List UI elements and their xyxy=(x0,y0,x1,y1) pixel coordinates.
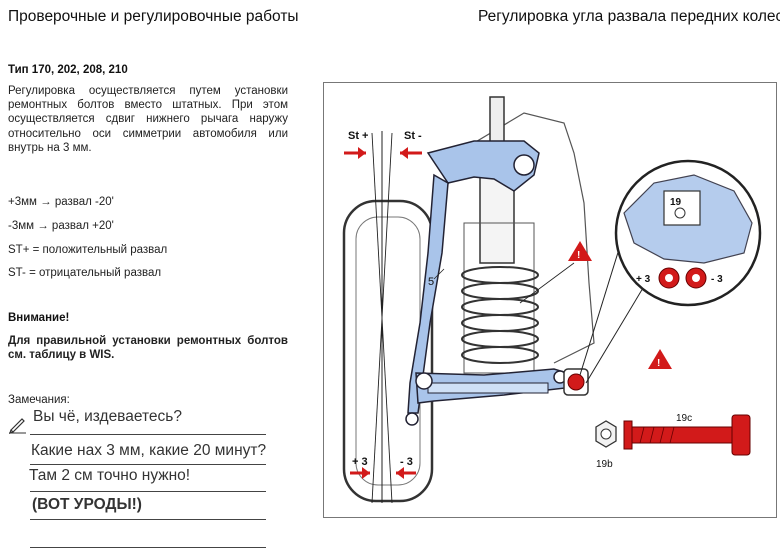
note-rule-1 xyxy=(30,434,266,435)
minus3-inset-label: - 3 xyxy=(711,274,723,285)
svg-text:!: ! xyxy=(657,358,660,369)
minus3-bottom-label: - 3 xyxy=(400,456,413,468)
spec-item-1: +3мм → развал -20' xyxy=(8,196,114,208)
repair-bolt-19c xyxy=(623,414,751,456)
st-plus-label: St + xyxy=(348,130,368,142)
attention-title: Внимание! xyxy=(8,312,70,324)
right-header: Регулировка угла развала передних колес xyxy=(478,8,780,25)
note-text-2: Какие нах 3 мм, какие 20 минут? xyxy=(31,442,267,459)
warning-icon-2: ! xyxy=(648,349,672,369)
note-rule-2 xyxy=(30,464,266,465)
left-header: Проверочные и регулировочные работы xyxy=(8,8,299,25)
spec-item-3: ST+ = положительный развал xyxy=(8,244,168,256)
part-5-label: 5 xyxy=(428,276,434,288)
st-minus-label: St - xyxy=(404,130,422,142)
camber-diagram: St + St - + 3 - 3 xyxy=(323,82,777,518)
warning-icon: ! xyxy=(568,241,592,261)
note-rule-3 xyxy=(30,491,266,492)
note-rule-5 xyxy=(30,547,266,548)
attention-text: Для правильной установки ремонтных болто… xyxy=(8,335,288,362)
type-title: Тип 170, 202, 208, 210 xyxy=(8,64,128,76)
note-text-4: (ВОТ УРОДЫ!) xyxy=(32,496,142,513)
nut-19b xyxy=(595,420,617,448)
part-19c-label: 19c xyxy=(676,413,692,424)
part-19b-label: 19b xyxy=(596,459,613,470)
spec-item-4: ST- = отрицательный развал xyxy=(8,267,162,279)
note-text-3: Там 2 см точно нужно! xyxy=(29,467,191,484)
plus3-bottom-label: + 3 xyxy=(352,456,368,468)
plus3-inset-label: + 3 xyxy=(636,274,651,285)
spec-item-2: -3мм → развал +20' xyxy=(8,220,114,232)
upper-control-arm xyxy=(426,140,540,192)
steering-knuckle xyxy=(407,173,449,414)
coil-spring xyxy=(461,266,539,364)
remarks-label: Замечания: xyxy=(8,394,70,406)
description-paragraph: Регулировка осуществляется путем установ… xyxy=(8,85,288,154)
svg-text:!: ! xyxy=(577,250,580,261)
pen-icon xyxy=(8,414,28,434)
note-rule-4 xyxy=(30,519,266,520)
camber-diagram-svg: St + St - + 3 - 3 xyxy=(342,96,762,504)
note-text-1: Вы чё, издеваетесь? xyxy=(33,408,182,425)
camber-line-minus xyxy=(371,132,393,504)
eccentric-bolt xyxy=(567,373,585,391)
detail-inset: 19 + 3 - 3 xyxy=(614,159,762,307)
part-19-label: 19 xyxy=(670,197,682,208)
